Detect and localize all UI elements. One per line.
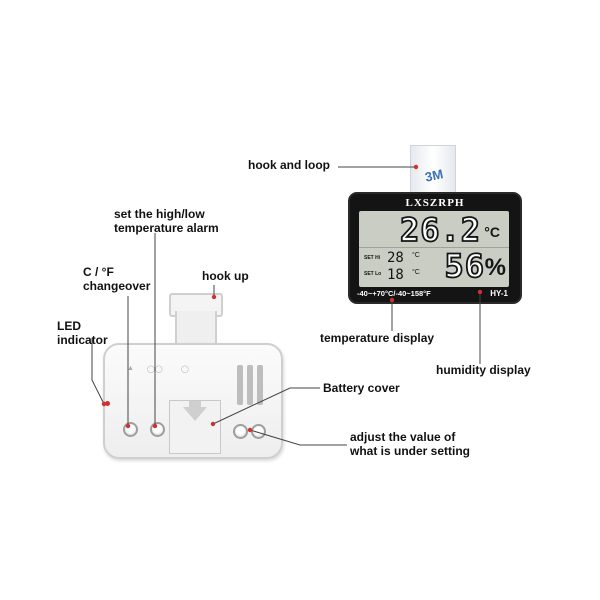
temperature-unit: °C bbox=[484, 224, 500, 240]
vent-slot bbox=[237, 365, 243, 405]
set-low-label: SET Lo bbox=[364, 271, 382, 277]
recycle-mark-icon: ◯ bbox=[181, 366, 189, 373]
set-low-unit: °C bbox=[412, 269, 420, 276]
range-text: -40~+70°C/-40~158°F bbox=[357, 289, 431, 298]
triangle-mark-icon: ▲ bbox=[127, 365, 134, 372]
brand-name: LXSZRPH bbox=[405, 197, 465, 209]
vent-slot bbox=[257, 365, 263, 405]
set-alarm-button[interactable] bbox=[150, 422, 165, 437]
adjust-down-button[interactable] bbox=[233, 424, 248, 439]
set-high-unit: °C bbox=[412, 252, 420, 259]
hook-and-loop-strip: 3M bbox=[410, 145, 456, 196]
label-hook-and-loop: hook and loop bbox=[248, 158, 330, 172]
label-led-indicator: LED indicator bbox=[57, 319, 108, 347]
humidity-reading: 56 bbox=[444, 247, 485, 285]
label-battery-cover: Battery cover bbox=[323, 381, 400, 395]
lcd-screen: 26.2 °C SET Hi SET Lo 28 °C 18 °C 56 % bbox=[359, 211, 509, 287]
adjust-up-button[interactable] bbox=[251, 424, 266, 439]
lcd-divider bbox=[359, 247, 509, 248]
humidity-unit: % bbox=[484, 254, 506, 281]
label-hook-up: hook up bbox=[202, 269, 249, 283]
label-humidity-display: humidity display bbox=[436, 363, 531, 377]
clip-logo: 3M bbox=[423, 166, 445, 185]
set-low-value: 18 bbox=[387, 267, 404, 283]
hook-neck bbox=[175, 311, 217, 347]
label-cf-changeover: C / °F changeover bbox=[83, 265, 151, 293]
down-arrow-icon bbox=[183, 407, 207, 421]
label-adjust-value: adjust the value of what is under settin… bbox=[350, 430, 471, 458]
label-set-alarm: set the high/low temperature alarm bbox=[114, 207, 219, 235]
led-dot-icon bbox=[105, 401, 110, 406]
vent-slot bbox=[247, 365, 253, 405]
cf-changeover-button[interactable] bbox=[123, 422, 138, 437]
hook-up-bracket bbox=[167, 293, 223, 347]
temperature-reading: 26.2 bbox=[399, 211, 481, 249]
battery-cover[interactable] bbox=[169, 400, 221, 454]
down-arrow-stem bbox=[189, 401, 201, 409]
label-temperature-display: temperature display bbox=[320, 331, 435, 345]
device-front: LXSZRPH 26.2 °C SET Hi SET Lo 28 °C 18 °… bbox=[348, 192, 522, 304]
set-high-value: 28 bbox=[387, 250, 404, 266]
device-back: ▲ ◯◯ ◯ bbox=[103, 343, 283, 459]
model-text: HY-1 bbox=[490, 289, 508, 298]
ce-mark-icon: ◯◯ bbox=[147, 366, 163, 373]
set-high-label: SET Hi bbox=[364, 255, 381, 261]
